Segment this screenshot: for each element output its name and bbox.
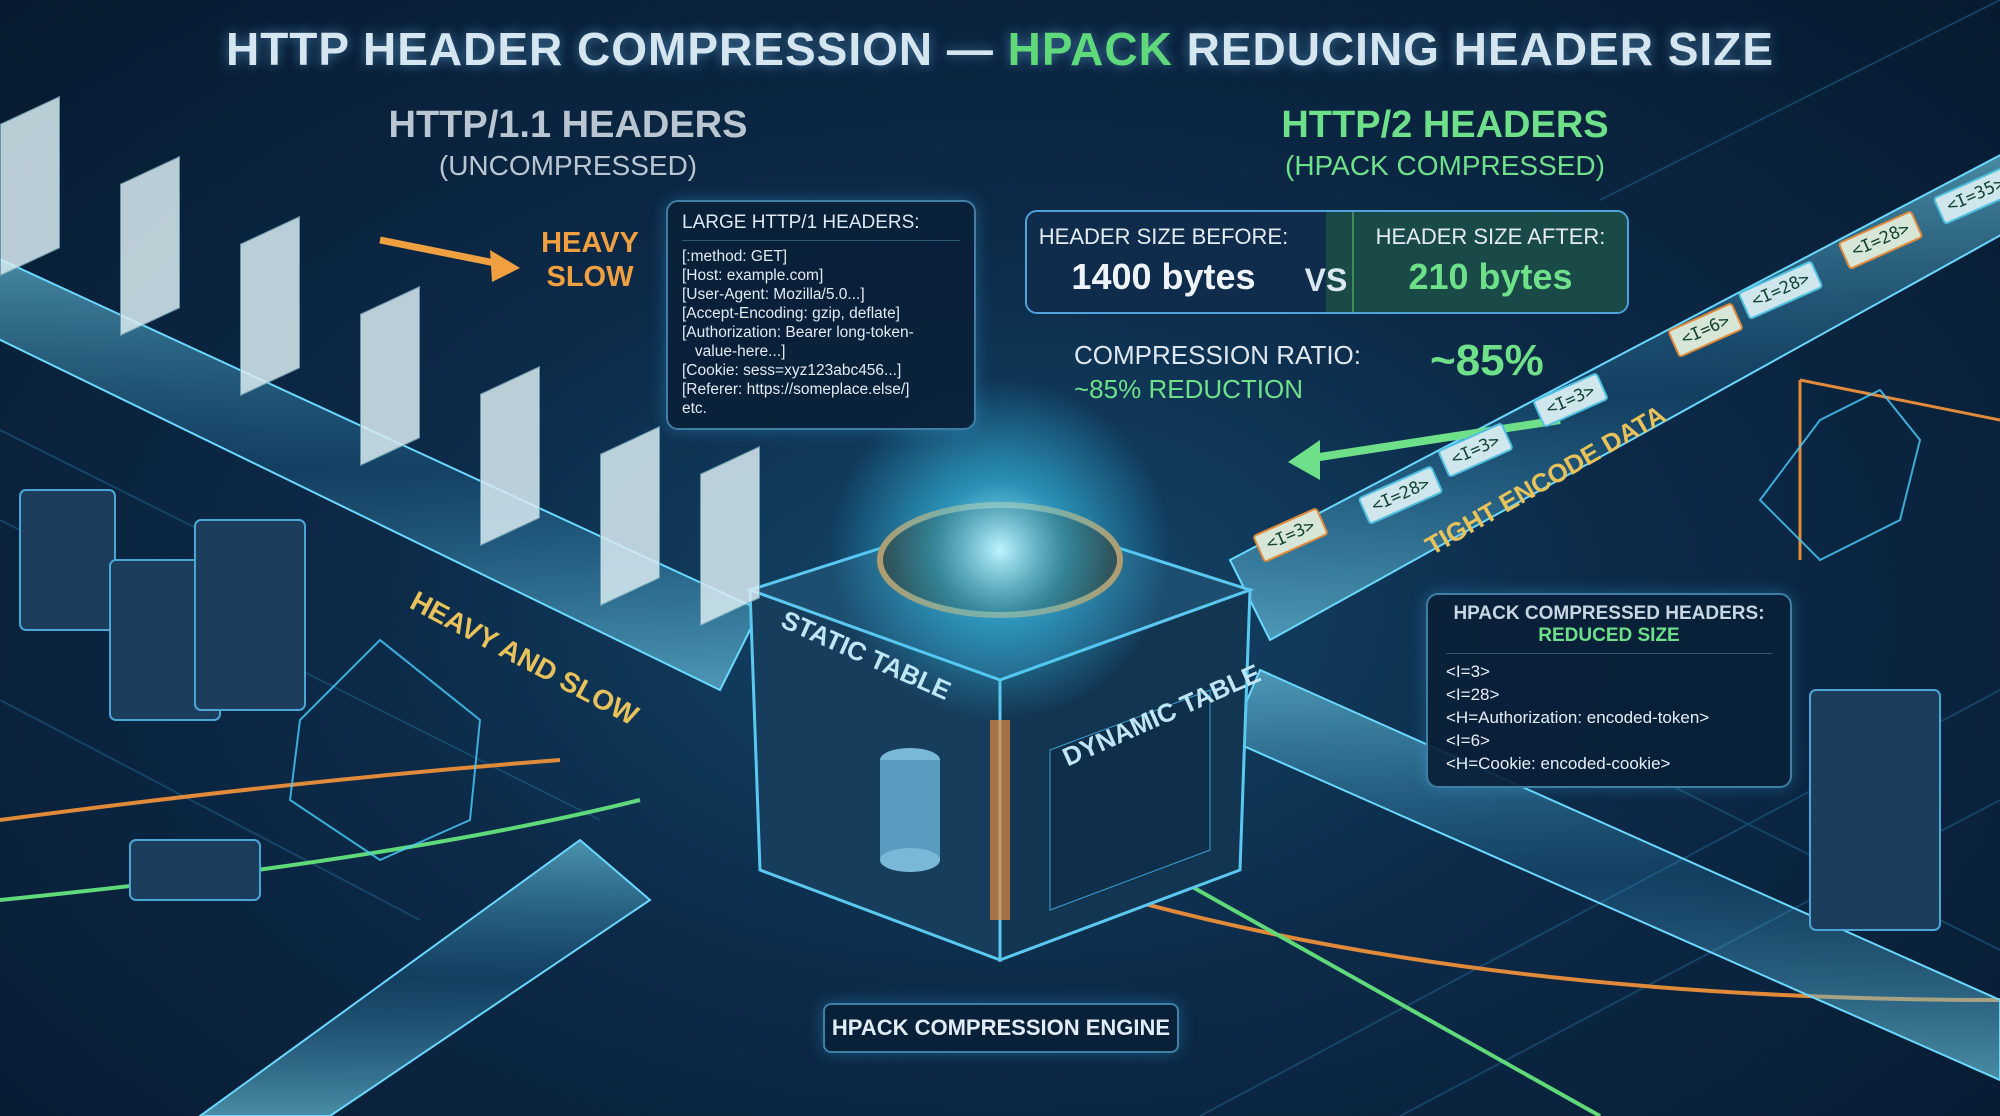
compression-ratio: COMPRESSION RATIO: ~85% REDUCTION [1074, 338, 1361, 406]
header-sheet [480, 366, 540, 546]
header-line: [Referer: https://someplace.else/] [682, 381, 910, 398]
ratio-label: COMPRESSION RATIO: [1074, 340, 1361, 370]
header-sheet [700, 446, 760, 626]
header-line: value-here...] [682, 343, 786, 360]
header-sheet [360, 286, 420, 466]
size-after: HEADER SIZE AFTER: 210 bytes [1352, 212, 1627, 312]
engine-label: HPACK COMPRESSION ENGINE [823, 1003, 1179, 1053]
http2-subheading: (HPACK COMPRESSED) [1285, 150, 1605, 181]
header-line: [Authorization: Bearer long-token- [682, 324, 914, 341]
size-comparison-panel: HEADER SIZE BEFORE: 1400 bytes VS HEADER… [1025, 210, 1629, 314]
after-label: HEADER SIZE AFTER: [1375, 224, 1606, 249]
size-before: HEADER SIZE BEFORE: 1400 bytes [1027, 212, 1300, 312]
header-line: [Host: example.com] [682, 267, 824, 284]
after-value: 210 bytes [1408, 256, 1573, 297]
before-label: HEADER SIZE BEFORE: [1038, 224, 1289, 249]
header-line: etc. [682, 400, 707, 417]
hpack-engine-cube [745, 380, 1255, 963]
encoded-line: <I=28> [1446, 685, 1500, 704]
header-sheet [0, 96, 60, 276]
header-line: [Accept-Encoding: gzip, deflate] [682, 305, 900, 322]
header-line: [User-Agent: Mozilla/5.0...] [682, 286, 865, 303]
header-sheet [600, 426, 660, 606]
vs-label: VS [1300, 212, 1352, 312]
http1-heading: HTTP/1.1 HEADERS [388, 104, 748, 146]
ratio-big-value: ~85% [1430, 336, 1544, 385]
hpack-box-subheading: REDUCED SIZE [1446, 625, 1772, 654]
header-line: [Cookie: sess=xyz123abc456...] [682, 362, 902, 379]
hpack-compressed-box: HPACK COMPRESSED HEADERS: REDUCED SIZE <… [1426, 593, 1792, 788]
before-value: 1400 bytes [1071, 256, 1256, 297]
header-line: [:method: GET] [682, 248, 788, 265]
ratio-reduction: ~85% REDUCTION [1074, 374, 1303, 404]
page-title: HTTP HEADER COMPRESSION — HPACK REDUCING… [225, 23, 1774, 75]
http2-heading: HTTP/2 HEADERS [1281, 104, 1609, 146]
encoded-line: <H=Cookie: encoded-cookie> [1446, 754, 1671, 773]
large-headers-box: LARGE HTTP/1 HEADERS: [:method: GET] [Ho… [666, 200, 976, 430]
large-headers-heading: LARGE HTTP/1 HEADERS: [682, 212, 960, 241]
http1-subheading: (UNCOMPRESSED) [438, 150, 698, 181]
encoded-line: <I=3> [1446, 662, 1490, 681]
encoded-line: <I=6> [1446, 731, 1490, 750]
header-sheet [120, 156, 180, 336]
encoded-line: <H=Authorization: encoded-token> [1446, 708, 1710, 727]
hpack-box-heading: HPACK COMPRESSED HEADERS: [1453, 603, 1765, 624]
header-sheet [240, 216, 300, 396]
